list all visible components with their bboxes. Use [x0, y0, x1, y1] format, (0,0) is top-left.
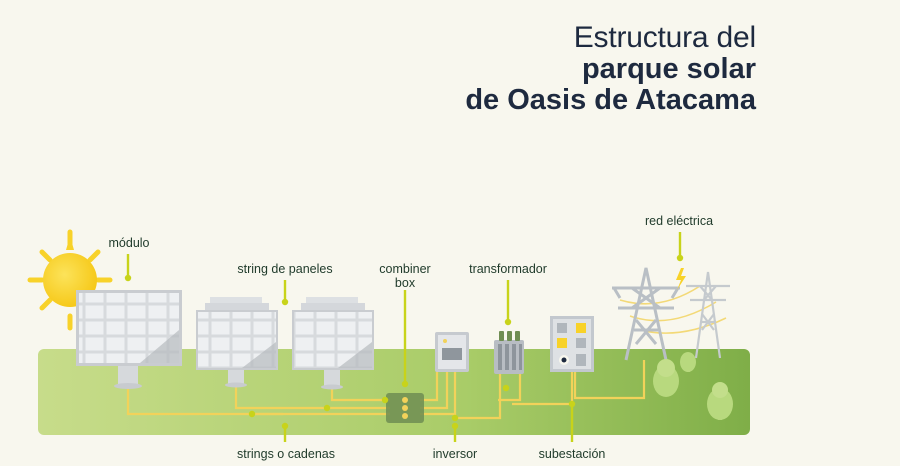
label-subestacion: subestación	[539, 447, 606, 461]
title-line-3: de Oasis de Atacama	[465, 84, 756, 116]
label-inversor: inversor	[433, 447, 477, 461]
label-strings-o-cadenas: strings o cadenas	[237, 447, 335, 461]
substation-building	[550, 316, 594, 372]
electrical-tower-front	[612, 267, 680, 361]
diagram-title: Estructura del parque solar de Oasis de …	[465, 22, 756, 116]
label-combiner-line-1: combiner	[379, 262, 430, 276]
title-line-2: parque solar	[581, 53, 756, 85]
bushes	[653, 352, 733, 420]
label-transformador: transformador	[469, 262, 547, 276]
wire-junctions	[248, 384, 576, 422]
label-modulo: módulo	[109, 236, 150, 250]
transformer	[494, 331, 524, 374]
title-line-1: Estructura del	[573, 21, 756, 54]
label-combiner-line-2: box	[395, 276, 416, 290]
electrical-tower-back	[686, 271, 730, 359]
combiner-box	[386, 393, 424, 423]
string-panel-2	[292, 297, 374, 390]
inverter	[435, 332, 469, 372]
string-panel-1	[196, 297, 278, 388]
label-string-de-paneles: string de paneles	[237, 262, 332, 276]
callouts	[124, 232, 684, 442]
lightning-bolt-icon	[676, 268, 686, 290]
label-red-electrica: red eléctrica	[645, 214, 713, 228]
wiring	[126, 360, 646, 420]
solar-module	[76, 290, 182, 389]
